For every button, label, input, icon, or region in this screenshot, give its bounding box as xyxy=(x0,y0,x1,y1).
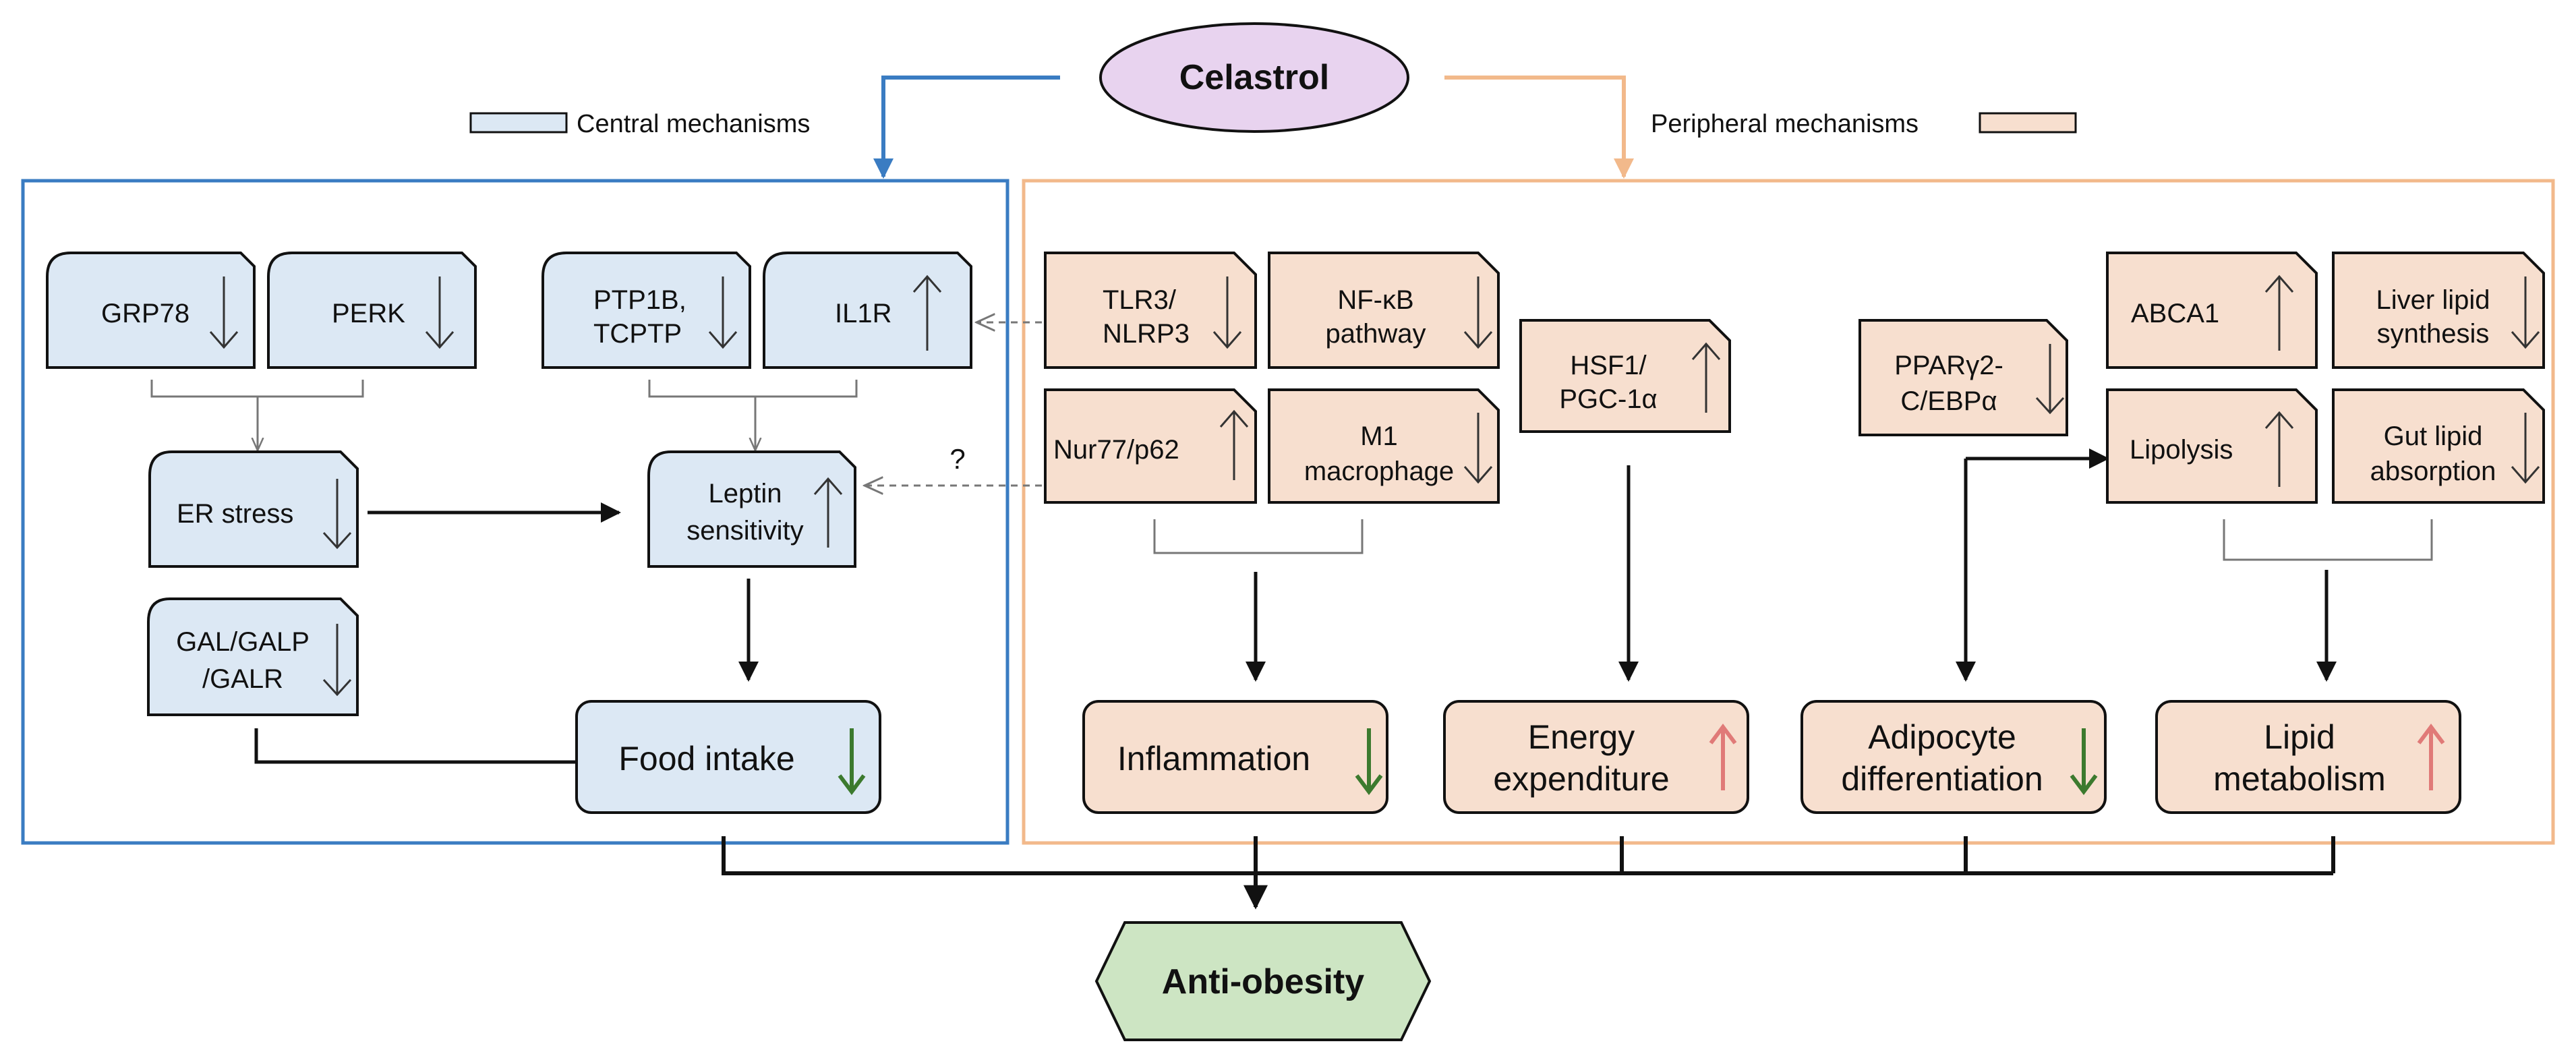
il1r-up-arrow-icon xyxy=(912,274,942,351)
tlr3-box xyxy=(1044,252,1257,369)
liver-lipid-box xyxy=(2332,252,2545,369)
il1r-box xyxy=(763,252,972,369)
lipid-label-line2: metabolism xyxy=(2213,760,2386,798)
abca1-box xyxy=(2106,252,2318,369)
energy-label-line2: expenditure xyxy=(1493,760,1669,798)
ptp1b-down-arrow-icon xyxy=(708,276,738,349)
adipocyte-label-line2: differentiation xyxy=(1841,760,2043,798)
er-stress-box xyxy=(148,450,359,568)
ptp1b-label-line2: TCPTP xyxy=(593,319,682,349)
lipid-metabolism-bracket xyxy=(2223,519,2433,561)
anti-obesity-label: Anti-obesity xyxy=(1162,962,1365,1001)
lipolysis-up-arrow-icon xyxy=(2264,411,2294,487)
ptp1b-il1r-bracket xyxy=(648,380,858,398)
gal-down-arrow-icon xyxy=(322,624,352,697)
ppar-label-line1: PPARγ2- xyxy=(1894,351,2003,380)
lipid-label-line1: Lipid xyxy=(2264,718,2335,756)
peripheral-branch-arrow xyxy=(1444,76,1634,179)
nur77-box xyxy=(1044,388,1257,504)
lipolysis-label: Lipolysis xyxy=(2130,435,2233,465)
m1-label-line2: macrophage xyxy=(1304,457,1454,486)
grp78-perk-bracket xyxy=(150,380,364,398)
leptin-label-line1: Leptin xyxy=(709,479,782,508)
food-intake-box xyxy=(575,700,881,814)
gal-to-food-arrow xyxy=(254,728,609,772)
grp78-down-arrow-icon xyxy=(209,276,239,349)
energy-expenditure-box xyxy=(1443,700,1749,814)
perk-down-arrow-icon xyxy=(425,276,455,349)
hsf1-up-arrow-icon xyxy=(1691,342,1721,413)
hsf1-label-line1: HSF1/ xyxy=(1570,351,1647,380)
lipid-up-arrow-icon xyxy=(2417,724,2445,790)
ptp1b-label-line1: PTP1B, xyxy=(593,285,686,315)
energy-label-line1: Energy xyxy=(1528,718,1635,756)
m1-label-line1: M1 xyxy=(1360,421,1398,451)
central-region xyxy=(21,179,1009,845)
il1r-label: IL1R xyxy=(835,299,892,328)
gut-label-line1: Gut lipid xyxy=(2384,421,2483,451)
tlr3-label-line1: TLR3/ xyxy=(1103,285,1177,315)
unknown-link-question-mark: ? xyxy=(949,443,965,475)
nfkb-label-line2: pathway xyxy=(1326,319,1426,349)
inflammation-box xyxy=(1082,700,1388,814)
gal-label-line2: /GALR xyxy=(202,664,283,694)
nur77-label: Nur77/p62 xyxy=(1053,435,1179,465)
food-intake-down-arrow-icon xyxy=(838,728,866,795)
gut-down-arrow-icon xyxy=(2511,413,2540,484)
leptin-label-line2: sensitivity xyxy=(686,516,803,546)
celastrol-node xyxy=(1099,22,1409,133)
adipocyte-down-arrow-icon xyxy=(2070,728,2098,795)
anti-obesity-node xyxy=(1094,921,1432,1041)
liver-label-line1: Liver lipid xyxy=(2376,285,2490,315)
m1-down-arrow-icon xyxy=(1463,413,1493,484)
inflammation-bracket xyxy=(1153,519,1364,554)
nfkb-label-line1: NF-κB xyxy=(1337,285,1413,315)
gut-label-line2: absorption xyxy=(2370,457,2496,486)
peripheral-region xyxy=(1022,179,2555,845)
tlr3-label-line2: NLRP3 xyxy=(1103,319,1190,349)
tlr3-down-arrow-icon xyxy=(1212,276,1242,349)
perk-box xyxy=(267,252,477,369)
leptin-box xyxy=(647,450,856,568)
abca1-label: ABCA1 xyxy=(2131,299,2219,328)
ppar-box xyxy=(1858,319,2068,436)
er-stress-label: ER stress xyxy=(177,499,293,529)
grp78-label: GRP78 xyxy=(101,299,189,328)
peripheral-legend-swatch xyxy=(1979,112,2077,134)
central-legend-label: Central mechanisms xyxy=(577,110,810,138)
adipocyte-differentiation-box xyxy=(1801,700,2107,814)
er-stress-down-arrow-icon xyxy=(322,479,352,550)
ppar-down-arrow-icon xyxy=(2035,344,2065,415)
abca1-up-arrow-icon xyxy=(2264,274,2294,351)
nfkb-box xyxy=(1268,252,1500,369)
liver-down-arrow-icon xyxy=(2511,276,2540,349)
gut-lipid-box xyxy=(2332,388,2545,504)
inflammation-label: Inflammation xyxy=(1117,740,1310,778)
convergence-lines xyxy=(722,836,2335,875)
lipolysis-box xyxy=(2106,388,2318,504)
m1-macrophage-box xyxy=(1268,388,1500,504)
lipid-metabolism-box xyxy=(2155,700,2461,814)
peripheral-legend-label: Peripheral mechanisms xyxy=(1651,110,1919,138)
perk-label: PERK xyxy=(332,299,405,328)
nfkb-down-arrow-icon xyxy=(1463,276,1493,349)
ptp1b-box xyxy=(541,252,751,369)
gal-label-line1: GAL/GALP xyxy=(176,627,310,657)
nur77-up-arrow-icon xyxy=(1219,409,1249,480)
celastrol-label: Celastrol xyxy=(1179,58,1330,97)
food-intake-label: Food intake xyxy=(618,740,794,778)
leptin-up-arrow-icon xyxy=(813,477,843,548)
liver-label-line2: synthesis xyxy=(2377,319,2490,349)
adipocyte-label-line1: Adipocyte xyxy=(1868,718,2016,756)
gal-box xyxy=(147,597,359,716)
hsf1-label-line2: PGC-1α xyxy=(1559,384,1657,414)
hsf1-box xyxy=(1519,319,1731,433)
inflammation-down-arrow-icon xyxy=(1355,728,1383,795)
central-legend-swatch xyxy=(469,112,568,134)
energy-up-arrow-icon xyxy=(1709,724,1737,790)
grp78-box xyxy=(46,252,256,369)
central-branch-arrow xyxy=(873,76,1060,179)
ppar-label-line2: C/EBPα xyxy=(1900,386,1997,416)
